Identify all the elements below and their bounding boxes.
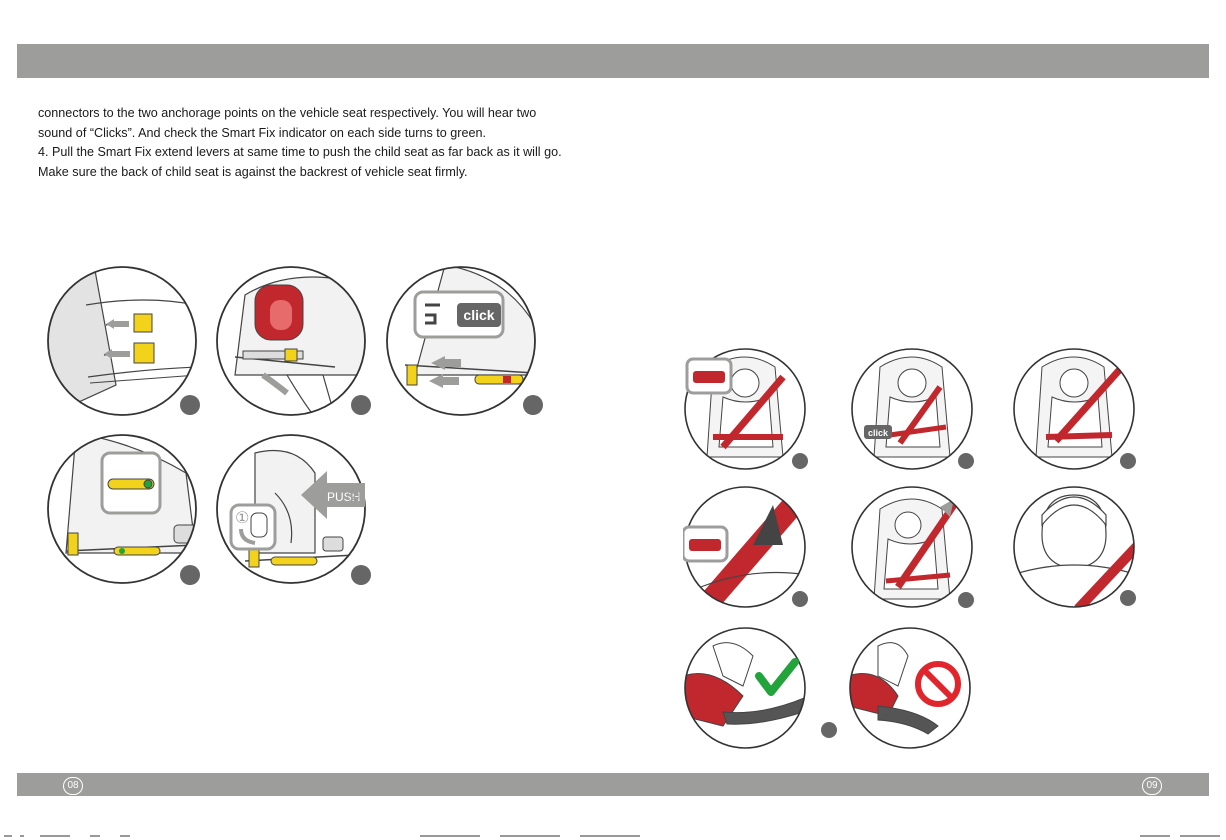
illustration-incorrect — [849, 627, 971, 749]
page-number-left: 08 — [63, 777, 83, 795]
footer-bar — [17, 773, 1209, 796]
push-label: PUSH — [327, 490, 360, 504]
illustration-buckle-click: click — [851, 348, 973, 470]
text-line: Make sure the back of child seat is agai… — [38, 164, 468, 179]
illustration-push: PUSH ② ① — [216, 434, 366, 584]
step-badge — [180, 395, 200, 415]
text-line: connectors to the two anchorage points o… — [38, 106, 537, 120]
illustration-belt-guide-close — [683, 486, 806, 608]
step-badge — [792, 591, 808, 607]
prohibited-icon — [915, 661, 961, 707]
illustration-connectors — [47, 266, 197, 416]
step-badge — [351, 565, 371, 585]
step-badge — [1120, 590, 1136, 606]
illustration-shoulder-adjust — [851, 486, 973, 608]
step-badge — [821, 722, 837, 738]
step-badge — [180, 565, 200, 585]
illustration-belt-check — [1013, 486, 1135, 608]
instruction-text: connectors to the two anchorage points o… — [38, 104, 598, 182]
step-one-number: ① — [235, 508, 249, 527]
step-badge — [958, 592, 974, 608]
text-line: 4. Pull the Smart Fix extend levers at s… — [38, 145, 562, 160]
click-small-label: click — [868, 428, 889, 438]
illustration-indicator — [47, 434, 197, 584]
illustration-belt-fastened — [1013, 348, 1135, 470]
step-badge — [523, 395, 543, 415]
illustration-click-engage: click — [386, 266, 536, 416]
step-badge — [958, 453, 974, 469]
text-line: sound of “Clicks”. And check the Smart F… — [38, 125, 486, 140]
check-icon — [755, 658, 799, 696]
push-step-number: ② — [346, 487, 360, 506]
step-badge — [792, 453, 808, 469]
step-badge — [1120, 453, 1136, 469]
illustration-correct — [684, 627, 806, 749]
illustration-extend-connectors — [216, 266, 366, 416]
click-label: click — [463, 307, 494, 323]
scan-artifact-strip — [4, 835, 1220, 837]
illustration-belt-guide — [684, 348, 806, 470]
page-number-right: 09 — [1142, 777, 1162, 795]
step-badge — [351, 395, 371, 415]
header-bar — [17, 44, 1209, 78]
